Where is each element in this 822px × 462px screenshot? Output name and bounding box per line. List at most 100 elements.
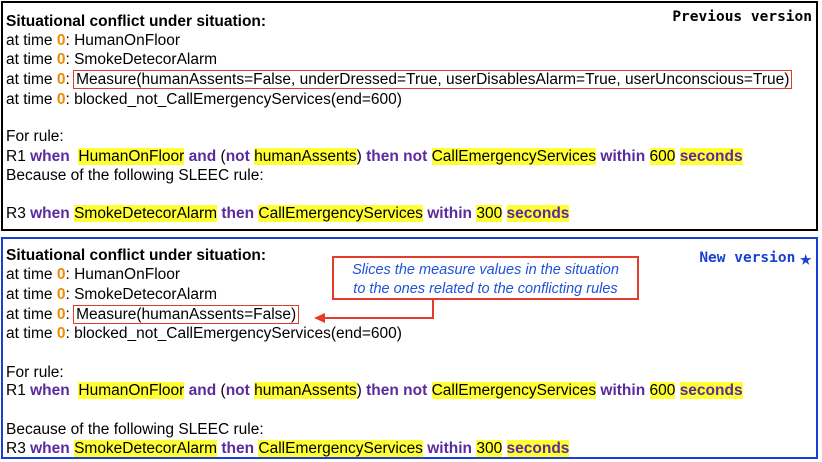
at-time-text: at time	[6, 71, 57, 88]
new-version-panel: New version ★ Situational conflict under…	[1, 237, 818, 459]
colon: :	[65, 325, 75, 342]
rule-r3: R3 when SmokeDetecorAlarm then CallEmerg…	[6, 204, 570, 223]
because-label: Because of the following SLEEC rule:	[6, 421, 264, 438]
rule-action: CallEmergencyServices	[258, 440, 423, 457]
colon: :	[65, 306, 75, 323]
callout-line: Slices the measure values in the situati…	[352, 262, 619, 278]
time-value: 0	[56, 71, 66, 88]
at-time-text: at time	[6, 91, 57, 108]
keyword-and: and	[188, 382, 217, 399]
colon: :	[65, 266, 75, 283]
for-rule-label: For rule:	[6, 364, 64, 381]
rule-action: CallEmergencyServices	[258, 205, 423, 222]
because-label: Because of the following SLEEC rule:	[6, 167, 264, 184]
keyword-then: then	[366, 382, 399, 399]
rule-event: SmokeDetecorAlarm	[74, 440, 218, 457]
rule-amount: 300	[476, 440, 503, 457]
situation-line: at time 0: SmokeDetecorAlarm	[6, 285, 217, 304]
paren-close: )	[356, 148, 367, 165]
situation-line: at time 0: HumanOnFloor	[6, 265, 180, 284]
keyword-within: within	[600, 148, 646, 165]
colon: :	[65, 32, 75, 49]
new-version-label: New version ★	[699, 246, 812, 270]
paren-open: (	[216, 148, 226, 165]
time-value: 0	[56, 266, 66, 283]
keyword-within: within	[427, 440, 473, 457]
keyword-within: within	[600, 382, 646, 399]
rule-r3: R3 when SmokeDetecorAlarm then CallEmerg…	[6, 439, 570, 458]
keyword-and: and	[188, 148, 217, 165]
blocked-event: blocked_not_CallEmergencyServices(end=60…	[74, 91, 402, 108]
rule-action: CallEmergencyServices	[431, 382, 597, 399]
rule-event: HumanOnFloor	[78, 148, 185, 165]
time-value: 0	[56, 91, 66, 108]
event-name: SmokeDetecorAlarm	[74, 286, 218, 303]
rule-amount: 600	[649, 382, 676, 399]
rule-r1: R1 when HumanOnFloor and (not humanAssen…	[6, 147, 743, 166]
at-time-text: at time	[6, 51, 57, 68]
paren-close: )	[356, 382, 367, 399]
at-time-text: at time	[6, 286, 57, 303]
keyword-when: when	[30, 440, 70, 457]
time-value: 0	[56, 286, 66, 303]
situation-line: at time 0: SmokeDetecorAlarm	[6, 50, 217, 69]
keyword-when: when	[30, 205, 70, 222]
measure-box: Measure(humanAssents=False)	[73, 305, 300, 324]
keyword-within: within	[427, 205, 473, 222]
event-name: HumanOnFloor	[74, 32, 181, 49]
time-value: 0	[56, 51, 66, 68]
keyword-not: not	[403, 148, 428, 165]
situation-line: at time 0: blocked_not_CallEmergencyServ…	[6, 90, 402, 109]
colon: :	[65, 71, 75, 88]
at-time-text: at time	[6, 306, 57, 323]
keyword-then: then	[366, 148, 399, 165]
annotation-callout: Slices the measure values in the situati…	[332, 256, 639, 300]
rule-unit: seconds	[506, 440, 570, 457]
rule-id: R3	[6, 440, 31, 457]
situation-line: at time 0: Measure(humanAssents=False)	[6, 305, 300, 324]
keyword-then: then	[221, 440, 255, 457]
rule-amount: 600	[649, 148, 676, 165]
blocked-event: blocked_not_CallEmergencyServices(end=60…	[74, 325, 402, 342]
colon: :	[65, 286, 75, 303]
rule-r1: R1 when HumanOnFloor and (not humanAssen…	[6, 381, 743, 400]
star-icon: ★	[799, 246, 812, 270]
event-name: HumanOnFloor	[74, 266, 181, 283]
rule-unit: seconds	[679, 382, 743, 399]
keyword-not: not	[403, 382, 428, 399]
situation-heading: Situational conflict under situation:	[6, 247, 267, 264]
rule-measure: humanAssents	[254, 148, 357, 165]
previous-version-panel: Previous version Situational conflict un…	[1, 1, 818, 231]
keyword-when: when	[30, 382, 70, 399]
rule-id: R1	[6, 382, 31, 399]
for-rule-label: For rule:	[6, 128, 64, 145]
rule-event: HumanOnFloor	[78, 382, 185, 399]
at-time-text: at time	[6, 266, 57, 283]
situation-heading: Situational conflict under situation:	[6, 13, 267, 30]
colon: :	[65, 51, 75, 68]
new-version-text: New version	[699, 250, 796, 266]
at-time-text: at time	[6, 32, 57, 49]
colon: :	[65, 91, 75, 108]
paren-open: (	[216, 382, 226, 399]
keyword-then: then	[221, 205, 255, 222]
situation-line: at time 0: HumanOnFloor	[6, 31, 180, 50]
keyword-not: not	[225, 382, 250, 399]
event-name: SmokeDetecorAlarm	[74, 51, 218, 68]
rule-unit: seconds	[506, 205, 570, 222]
time-value: 0	[56, 306, 66, 323]
rule-measure: humanAssents	[254, 382, 357, 399]
keyword-not: not	[225, 148, 250, 165]
situation-line: at time 0: blocked_not_CallEmergencyServ…	[6, 324, 402, 343]
rule-id: R3	[6, 205, 31, 222]
previous-version-label: Previous version	[672, 9, 812, 25]
situation-line: at time 0: Measure(humanAssents=False, u…	[6, 70, 793, 89]
measure-box: Measure(humanAssents=False, underDressed…	[73, 70, 793, 89]
rule-action: CallEmergencyServices	[431, 148, 597, 165]
time-value: 0	[56, 32, 66, 49]
time-value: 0	[56, 325, 66, 342]
rule-unit: seconds	[679, 148, 743, 165]
rule-amount: 300	[476, 205, 503, 222]
rule-id: R1	[6, 148, 31, 165]
rule-event: SmokeDetecorAlarm	[74, 205, 218, 222]
